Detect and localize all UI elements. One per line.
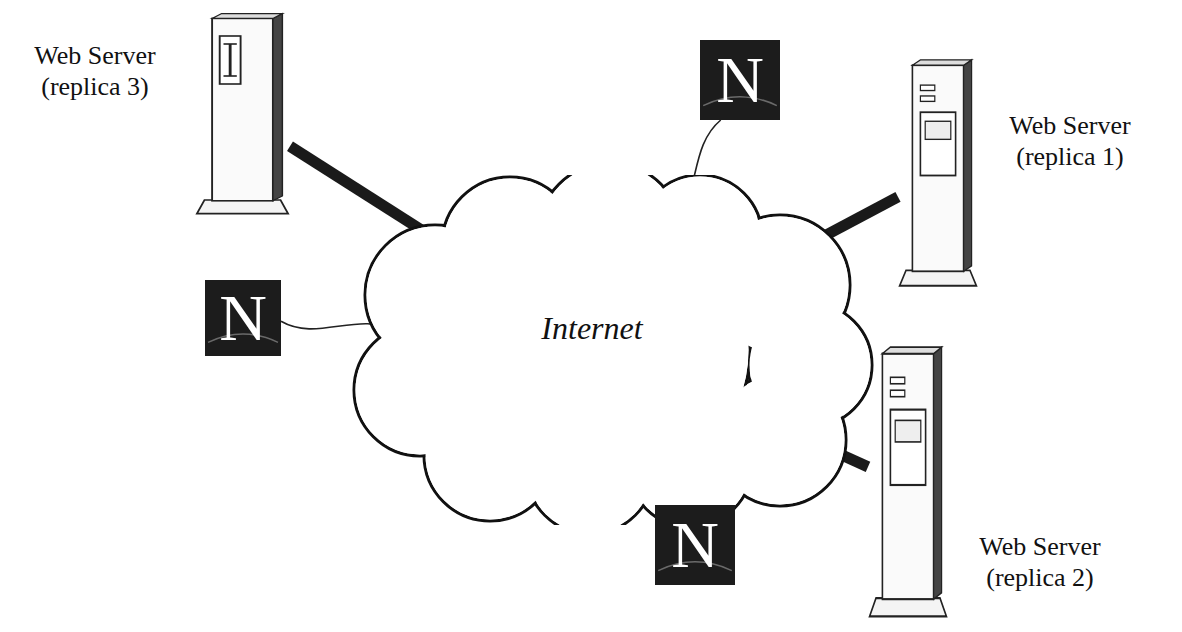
browser-letter: N <box>219 285 267 351</box>
browser-icon: N <box>205 280 281 356</box>
browser-icon: N <box>700 40 780 120</box>
browser-letter: N <box>671 512 719 578</box>
web-server: Web Server (replica 1) <box>898 58 978 293</box>
server-tower <box>195 12 290 220</box>
browser-letter: N <box>716 47 764 113</box>
internet-cloud <box>340 175 880 525</box>
web-server: Web Server (replica 2) <box>868 345 948 625</box>
server-tower <box>898 58 978 293</box>
server-label: Web Server (replica 3) <box>5 40 185 102</box>
browser-icon: N <box>655 505 735 585</box>
server-tower <box>868 345 948 625</box>
server-label: Web Server (replica 1) <box>980 110 1160 172</box>
web-server: Web Server (replica 3) <box>195 12 290 220</box>
internet-cloud: Internet <box>340 175 880 525</box>
server-label: Web Server (replica 2) <box>950 531 1130 593</box>
cloud-label: Internet <box>541 310 642 347</box>
